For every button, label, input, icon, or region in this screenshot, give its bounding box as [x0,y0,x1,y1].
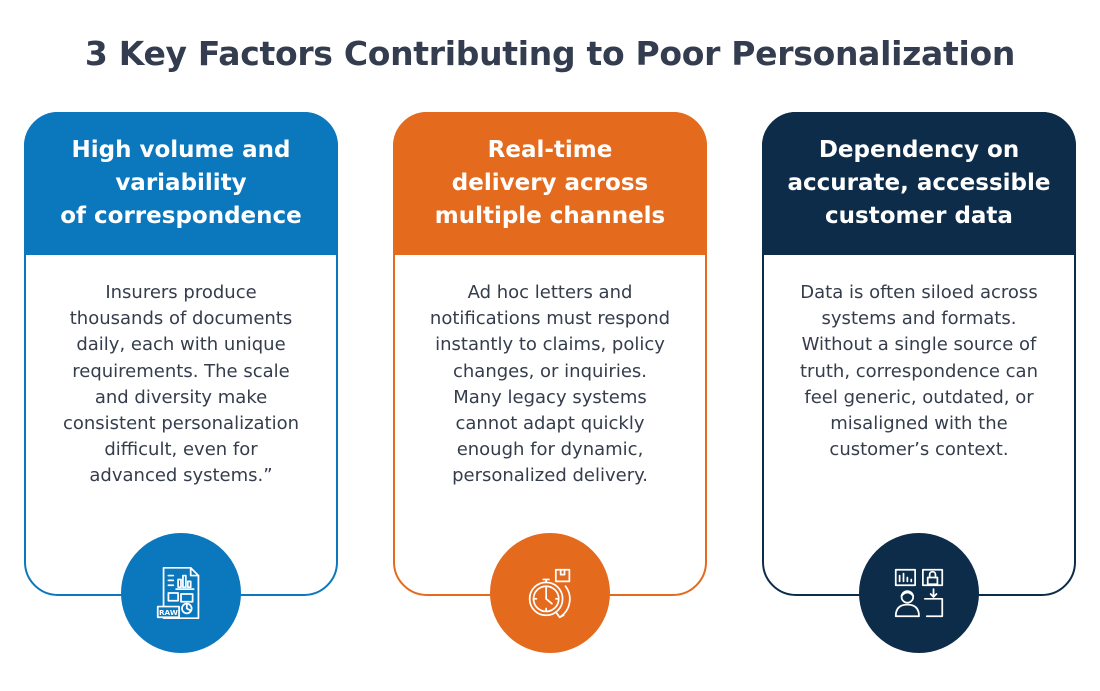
clock-delivery-icon [528,568,571,619]
description-line: systems and formats. [821,308,1017,330]
svg-text:RAW: RAW [159,608,178,617]
card-description: Ad hoc letters and notifications must re… [395,280,705,490]
card-title: High volume and variability of correspon… [46,134,316,233]
description-line: advanced systems.” [89,465,273,487]
description-line: Insurers produce [105,282,257,303]
description-line: Data is often siloed across [800,282,1038,303]
icon-badge-blue: RAW [121,533,241,653]
description-line: consistent personalization [62,413,300,435]
card-title-line: accurate, accessible [787,170,1051,196]
description-line: changes, or inquiries. [452,360,648,382]
card-title-line: customer data [825,203,1013,229]
card-title: Dependency on accurate, accessible custo… [784,134,1054,233]
card-description: Data is often siloed across systems and … [764,280,1074,463]
description-line: personalized delivery. [452,465,648,487]
card-title-line: High volume and [71,137,291,163]
description-line: daily, each with unique [76,334,286,356]
page-title: 3 Key Factors Contributing to Poor Perso… [84,34,1016,73]
description-line: Without a single source of [801,334,1037,356]
factor-card-volume: High volume and variability of correspon… [24,112,338,596]
icon-badge-orange [490,533,610,653]
description-line: and diversity make [94,386,268,408]
document-chart-raw-icon: RAW [156,566,200,620]
description-line: thousands of documents [69,308,293,330]
card-header: Real-time delivery across multiple chann… [393,112,707,255]
icon-badge-navy [859,533,979,653]
description-line: enough for dynamic, [456,439,644,461]
card-header: High volume and variability of correspon… [24,112,338,255]
description-line: notifications must respond [429,308,671,330]
card-title-line: variability [115,170,247,196]
description-line: cannot adapt quickly [455,413,645,435]
card-title-line: of correspondence [60,203,302,229]
description-line: misaligned with the [830,413,1008,435]
description-line: Ad hoc letters and [467,282,633,303]
description-line: instantly to claims, policy [435,334,665,356]
description-line: difficult, even for [104,439,258,461]
card-title-line: multiple channels [434,203,666,229]
card-header: Dependency on accurate, accessible custo… [762,112,1076,255]
description-line: feel generic, outdated, or [804,386,1034,408]
description-line: customer’s context. [829,439,1009,461]
card-description: Insurers produce thousands of documents … [26,280,336,490]
description-line: truth, correspondence can [799,360,1038,382]
factor-card-customer-data: Dependency on accurate, accessible custo… [762,112,1076,596]
card-title-line: Dependency on [818,137,1020,163]
card-title-line: Real-time [487,137,613,163]
card-title: Real-time delivery across multiple chann… [415,134,685,233]
factor-card-real-time: Real-time delivery across multiple chann… [393,112,707,596]
user-data-lock-icon [894,568,944,618]
description-line: Many legacy systems [453,386,647,408]
description-line: requirements. The scale [72,360,290,382]
card-title-line: delivery across [451,170,649,196]
